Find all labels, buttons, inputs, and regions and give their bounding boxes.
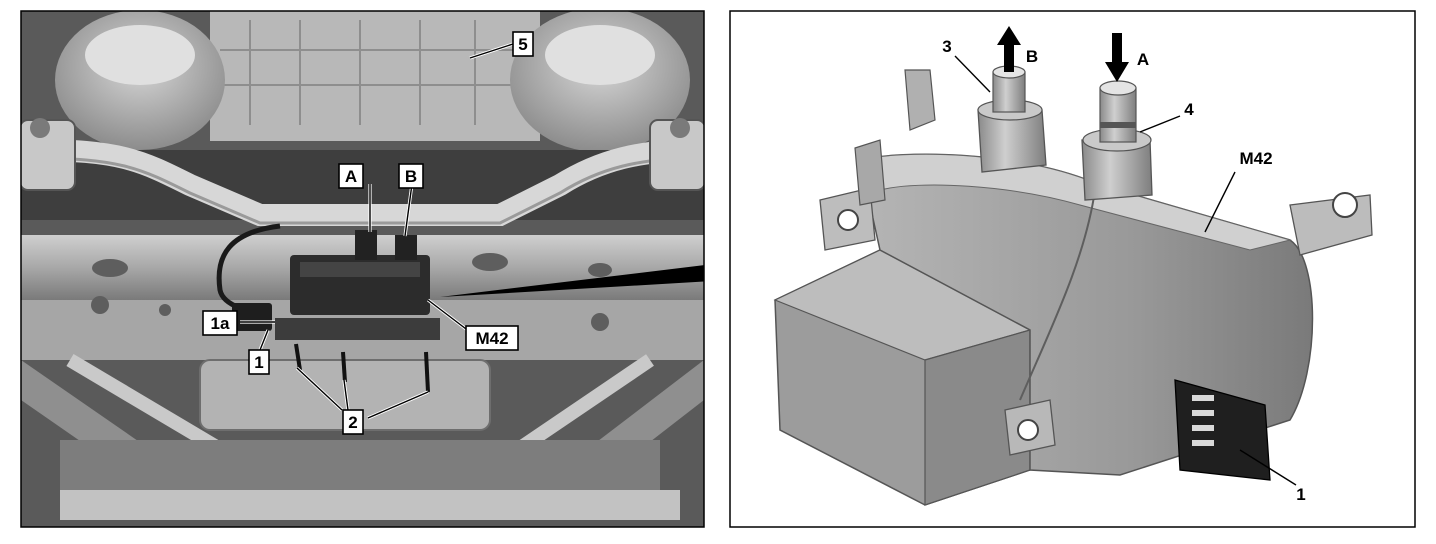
right-panel: 3 B A 4 M42 1	[729, 10, 1416, 528]
callout-b-left: B	[398, 163, 424, 189]
svg-text:1: 1	[254, 353, 263, 372]
callout-a-right: A	[1137, 50, 1149, 69]
callout-1-right: 1	[1296, 485, 1305, 504]
callout-1-left: 1	[248, 349, 270, 375]
callout-m42-right: M42	[1239, 149, 1272, 168]
port-b	[977, 65, 1047, 173]
left-panel: 5 A B 1a 1 M42 2	[20, 10, 705, 528]
svg-text:M42: M42	[475, 329, 508, 348]
svg-text:2: 2	[348, 413, 357, 432]
svg-text:A: A	[345, 167, 357, 186]
svg-text:B: B	[405, 167, 417, 186]
callout-1a: 1a	[202, 310, 238, 336]
electrical-connector	[1174, 379, 1271, 481]
flow-arrow-b-out	[997, 26, 1021, 72]
callout-2: 2	[342, 409, 364, 435]
callout-b-right: B	[1026, 47, 1038, 66]
svg-text:5: 5	[518, 35, 527, 54]
callout-m42-left: M42	[465, 325, 519, 351]
flow-arrow-a-in	[1105, 33, 1129, 82]
callout-a-left: A	[338, 163, 364, 189]
callout-3: 3	[942, 37, 951, 56]
callout-4: 4	[1184, 100, 1194, 119]
port-a	[1081, 80, 1153, 201]
svg-text:1a: 1a	[211, 314, 230, 333]
callout-5: 5	[512, 31, 534, 57]
